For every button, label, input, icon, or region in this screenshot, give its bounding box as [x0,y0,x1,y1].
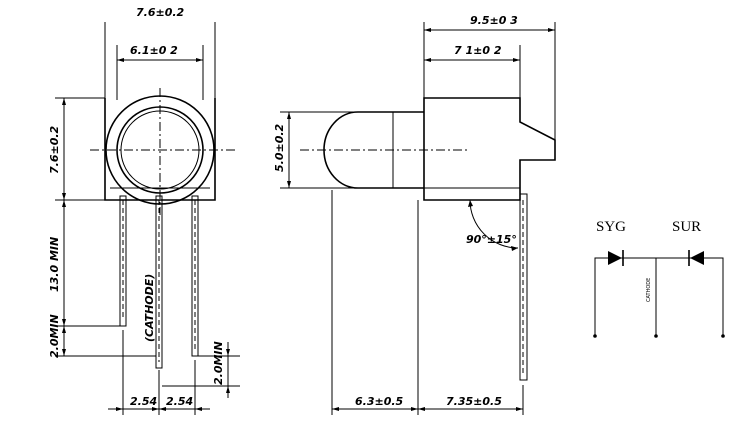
label-syg: SYG [596,219,626,235]
schematic-wire [594,257,724,335]
dim-left-min: 2.0MIN [48,314,61,358]
diode-syg-icon [608,251,622,265]
side-lead [519,193,528,381]
dim-front-outer-width: 7.6±0.2 [136,6,185,19]
front-view: 6.1±0 2 7.6±0.2 7.6±0.2 13.0 MIN 2. [48,6,240,415]
angle-arc [469,199,519,249]
led-schematic: SYG SUR CATHODE [593,219,725,338]
dim-pitch-left: 2.54 [130,395,157,408]
lead-right [191,195,199,357]
common-cathode-label: CATHODE [646,278,652,302]
dim-lead-length: 13.0 MIN [48,237,61,292]
dim-pitch-right: 2.54 [166,395,193,408]
dim-angle: 90°±15° [466,233,517,246]
terminal-right-dot [721,334,725,338]
diode-sur-icon [690,251,704,265]
cathode-label: (CATHODE) [143,274,156,342]
dim-front-height: 7.6±0.2 [48,125,61,174]
terminal-left-dot [593,334,597,338]
label-sur: SUR [672,219,701,235]
side-view: 9.5±0 3 7 1±0 2 5.0±0.2 90°±15° [273,14,556,415]
dim-right-min: 2.0MIN [212,341,225,385]
dim-lens-height: 5.0±0.2 [273,123,286,172]
dim-bottom-left: 6.3±0.5 [355,395,404,408]
lead-center [155,195,163,369]
lead-left [119,195,127,327]
side-body [423,97,556,201]
dim-front-inner-width: 6.1±0 2 [130,44,178,57]
terminal-center-dot [654,334,658,338]
dim-side-body: 7 1±0 2 [454,44,502,57]
dim-side-overall: 9.5±0 3 [470,14,518,27]
dim-bottom-right: 7.35±0.5 [446,395,502,408]
front-housing [104,98,216,201]
